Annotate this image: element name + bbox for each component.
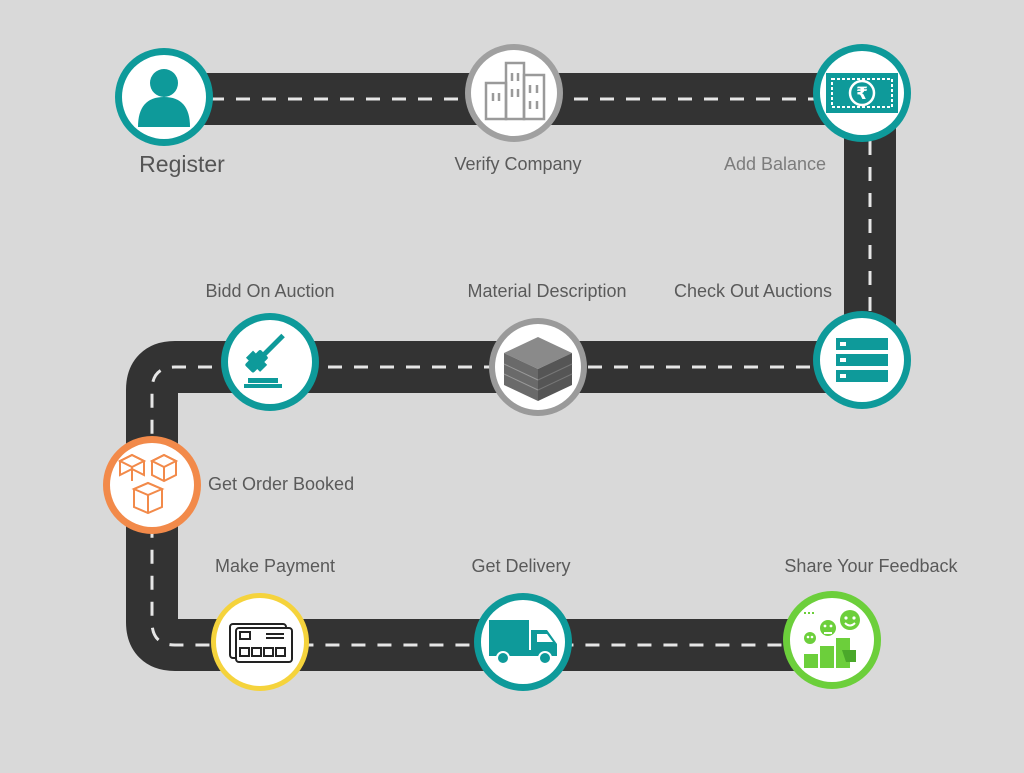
material-stack-icon <box>503 337 573 401</box>
label-add-balance: Add Balance <box>723 154 827 174</box>
building-icon <box>484 61 546 121</box>
step-material-description <box>489 318 587 416</box>
label-check-out-auctions: Check Out Auctions <box>673 281 833 301</box>
label-register: Register <box>139 151 225 177</box>
label-material-description: Material Description <box>467 281 627 301</box>
feedback-icon <box>804 610 860 668</box>
step-verify-company <box>465 44 563 142</box>
road-centerline <box>150 97 872 647</box>
step-add-balance: ₹ <box>813 44 911 142</box>
label-get-delivery: Get Delivery <box>471 556 571 576</box>
step-register <box>115 48 213 146</box>
step-make-payment <box>211 593 309 691</box>
label-bid-on-auction: Bidd On Auction <box>205 281 335 301</box>
rupee-note-icon: ₹ <box>826 73 898 113</box>
credit-card-icon <box>229 623 293 663</box>
truck-icon <box>489 620 557 665</box>
label-share-feedback: Share Your Feedback <box>784 556 958 576</box>
label-get-order-booked: Get Order Booked <box>208 474 355 494</box>
boxes-icon <box>117 453 179 515</box>
label-verify-company: Verify Company <box>454 154 582 174</box>
step-check-out-auctions <box>813 311 911 409</box>
user-icon <box>138 69 190 127</box>
svg-text:₹: ₹ <box>856 84 868 104</box>
step-get-order-booked <box>103 436 201 534</box>
step-bid-on-auction <box>221 313 319 411</box>
gavel-icon <box>244 333 285 388</box>
label-make-payment: Make Payment <box>214 556 336 576</box>
step-get-delivery <box>474 593 572 691</box>
step-share-feedback <box>783 591 881 689</box>
list-icon <box>836 338 888 382</box>
